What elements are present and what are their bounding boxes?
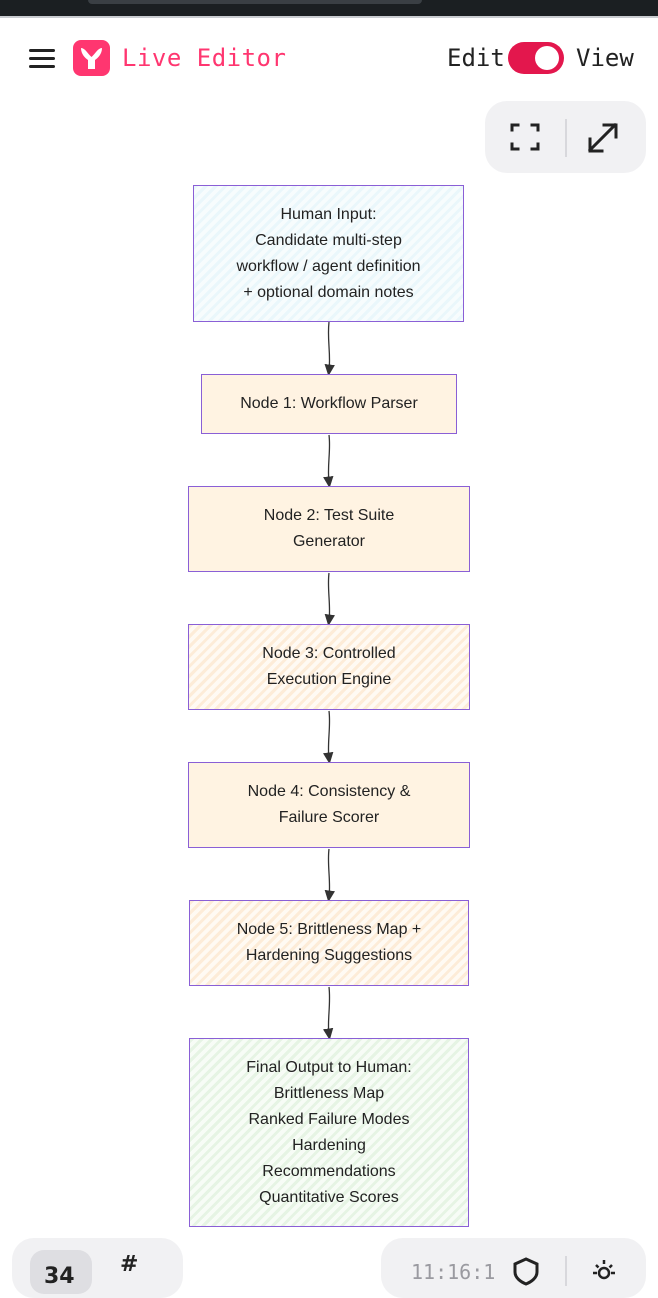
zoom-readout: 11:16:1	[411, 1260, 496, 1284]
sun-icon[interactable]	[589, 1256, 619, 1286]
edge-node2-node3	[324, 572, 335, 627]
node-label: Human Input: Candidate multi-step workfl…	[236, 205, 421, 301]
mode-view-label[interactable]: View	[576, 44, 634, 72]
node-final-output[interactable]: Final Output to Human: Brittleness Map R…	[189, 1038, 469, 1227]
edge-node5-output	[322, 986, 334, 1041]
view-controls-panel	[485, 101, 646, 173]
mermaid-logo-icon[interactable]	[73, 40, 110, 76]
node-test-suite-generator[interactable]: Node 2: Test Suite Generator	[188, 486, 470, 572]
edit-mode-glyph: 34	[44, 1264, 75, 1289]
controls-divider	[565, 119, 567, 157]
shield-icon[interactable]	[511, 1256, 541, 1286]
app-header: Live Editor Edit View	[0, 18, 658, 100]
fullscreen-icon[interactable]	[485, 101, 565, 173]
toggle-knob	[535, 46, 559, 70]
edge-node4-node5	[324, 848, 335, 903]
flowchart-edges	[322, 321, 335, 1041]
node-label: Node 3: Controlled Execution Engine	[262, 645, 396, 688]
grid-icon[interactable]: #	[120, 1252, 139, 1277]
node-consistency-failure-scorer[interactable]: Node 4: Consistency & Failure Scorer	[188, 762, 470, 848]
flowchart-diagram: Human Input: Candidate multi-step workfl…	[0, 175, 658, 1235]
edit-mode-button[interactable]: 34	[30, 1250, 92, 1294]
node-workflow-parser[interactable]: Node 1: Workflow Parser	[201, 374, 457, 434]
node-label: Final Output to Human: Brittleness Map R…	[246, 1058, 412, 1206]
edge-node3-node4	[323, 710, 334, 765]
mode-edit-label[interactable]: Edit	[447, 44, 505, 72]
toolbar-divider	[565, 1256, 567, 1286]
edit-view-toggle[interactable]	[508, 42, 564, 74]
node-human-input[interactable]: Human Input: Candidate multi-step workfl…	[193, 185, 464, 322]
bottom-left-toolbar: 34 #	[12, 1238, 183, 1298]
edge-input-node1	[324, 321, 335, 377]
expand-arrows-icon[interactable]	[566, 101, 646, 173]
node-label: Node 2: Test Suite Generator	[263, 507, 395, 550]
app-title[interactable]: Live Editor	[122, 44, 287, 72]
top-divider	[0, 16, 658, 18]
url-bar-remnant	[88, 0, 422, 4]
node-brittleness-map[interactable]: Node 5: Brittleness Map + Hardening Sugg…	[189, 900, 469, 986]
node-label: Node 1: Workflow Parser	[240, 395, 418, 412]
edge-node1-node2	[323, 434, 334, 489]
node-label: Node 5: Brittleness Map + Hardening Sugg…	[236, 921, 422, 964]
node-controlled-execution-engine[interactable]: Node 3: Controlled Execution Engine	[188, 624, 470, 710]
hamburger-menu-icon[interactable]	[28, 46, 58, 70]
bottom-right-toolbar: 11:16:1	[381, 1238, 646, 1298]
node-label: Node 4: Consistency & Failure Scorer	[247, 783, 411, 826]
system-status-bar	[0, 0, 658, 16]
